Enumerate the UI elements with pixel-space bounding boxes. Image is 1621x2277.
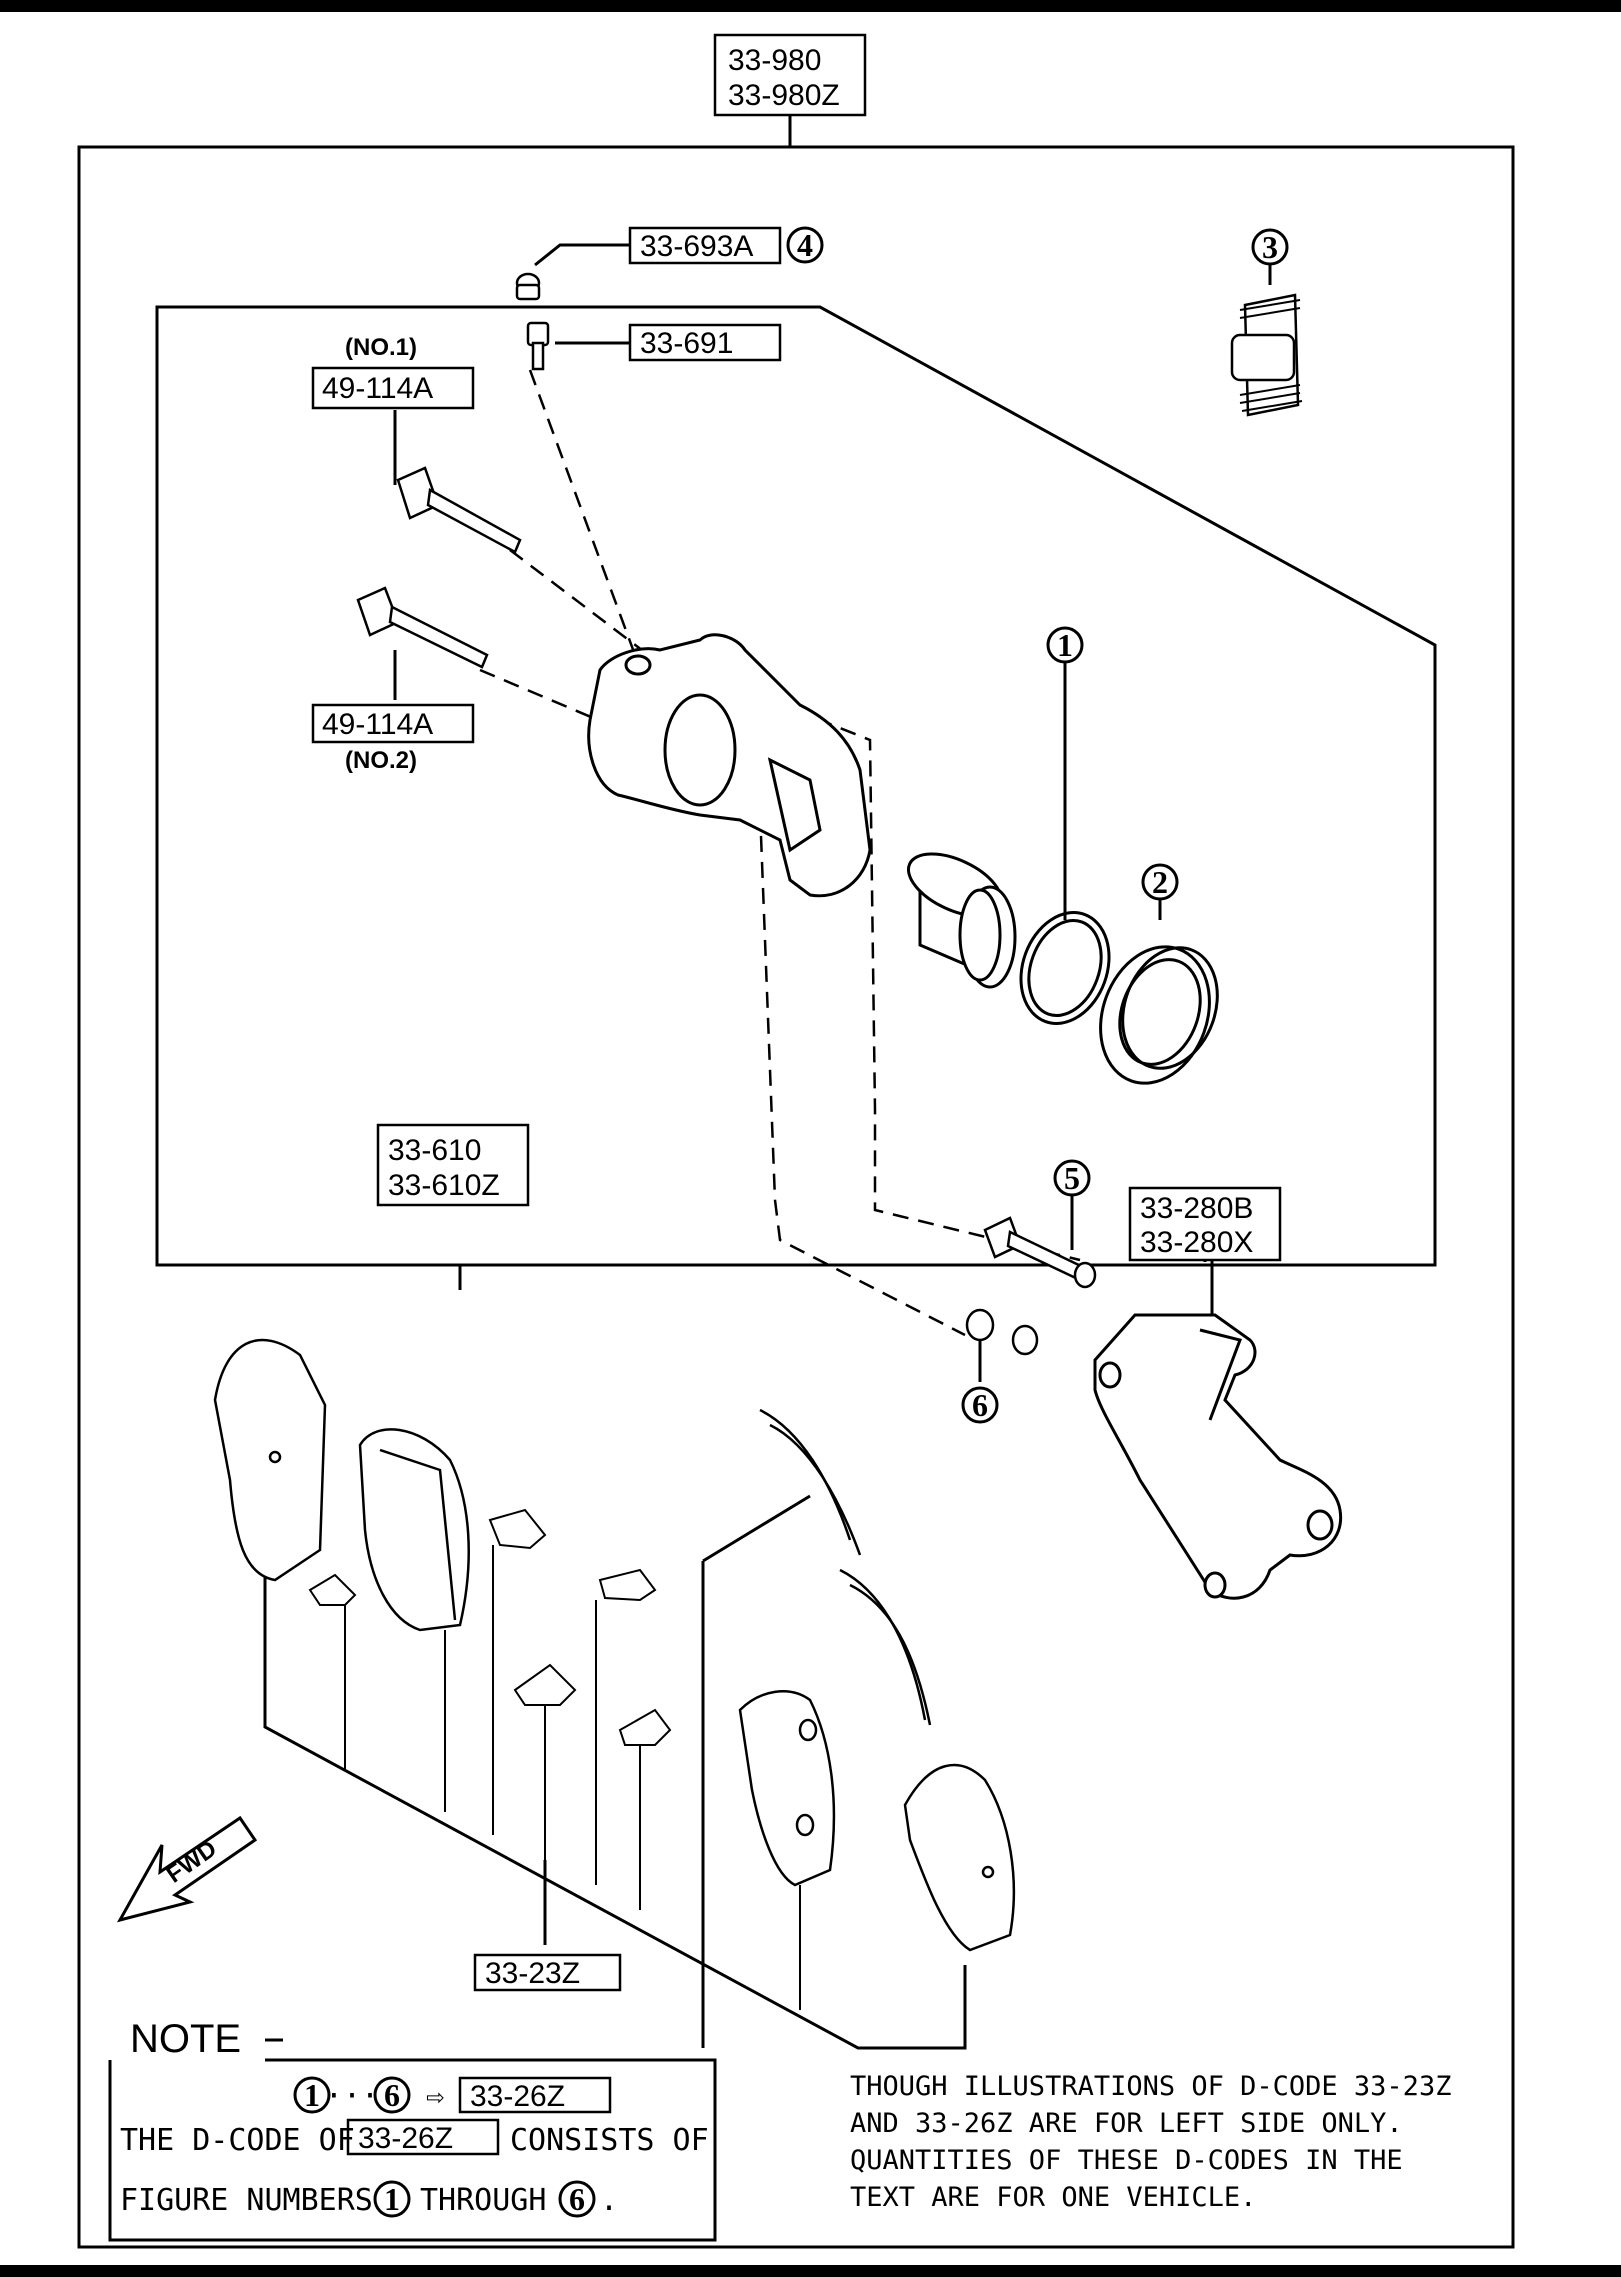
note-line2-mid: THROUGH — [420, 2183, 546, 2218]
callout-5: 5 — [1064, 1160, 1080, 1196]
callout-6: 6 — [972, 1387, 988, 1423]
callout-1: 1 — [1057, 627, 1073, 663]
guide-pin-no1 — [396, 466, 522, 554]
slide-pin — [983, 1216, 1097, 1289]
guide-pin-no2-code: 49-114A — [322, 708, 433, 741]
mounting-bracket — [1093, 1313, 1343, 1600]
brake-pad-left — [358, 1428, 470, 1632]
note-line2-pre: FIGURE NUMBERS — [120, 2183, 373, 2218]
pad-shim-outer-left — [213, 1338, 327, 1582]
guide-pin-no1-tag: (NO.1) — [345, 334, 417, 361]
note-line1-pre: THE D-CODE OF — [120, 2123, 355, 2158]
bleeder-code: 33-691 — [640, 327, 733, 360]
bleeder-screw — [526, 321, 550, 371]
note-range-to: 6 — [384, 2077, 400, 2113]
caliper-code-1: 33-610 — [388, 1134, 481, 1167]
grease-packet — [1230, 293, 1303, 417]
top-border-bar — [0, 0, 1621, 12]
caliper-frame — [155, 305, 1437, 1267]
note-range-code: 33-26Z — [470, 2080, 565, 2113]
guide-pin-no1-code: 49-114A — [322, 372, 433, 405]
seal-cap-code: 33-693A — [640, 230, 753, 263]
pads-code: 33-23Z — [485, 1957, 580, 1990]
kit-frame — [77, 145, 1515, 2249]
caption-line3: QUANTITIES OF THESE D-CODES IN THE — [850, 2145, 1403, 2176]
callout-4: 4 — [797, 227, 813, 263]
callout-2: 2 — [1152, 864, 1168, 900]
bleeder-cap — [515, 272, 541, 301]
kit-code-1: 33-980 — [728, 44, 821, 77]
wear-indicators — [759, 1408, 932, 1726]
brake-pad-right — [738, 1690, 836, 1887]
piston-seal — [1019, 911, 1111, 1025]
note-line2-end: . — [600, 2183, 618, 2218]
caliper-code-2: 33-610Z — [388, 1169, 500, 1202]
kit-code-2: 33-980Z — [728, 79, 840, 112]
bottom-border-bar — [0, 2265, 1621, 2277]
note-arrow: ⇨ — [426, 2079, 444, 2114]
caliper-body — [587, 633, 872, 898]
pin-boots — [965, 1308, 1039, 1356]
guide-pin-no2 — [356, 586, 489, 669]
note-line1-post: CONSISTS OF — [510, 2123, 709, 2158]
note-heading: NOTE — [130, 2017, 241, 2061]
caption-line4: TEXT ARE FOR ONE VEHICLE. — [850, 2182, 1256, 2213]
note-range-dots: ··· — [325, 2079, 379, 2114]
bracket-code-2: 33-280X — [1140, 1226, 1253, 1259]
note-range-from: 1 — [304, 2077, 320, 2113]
note-line2-c6: 6 — [569, 2181, 585, 2217]
dust-boot — [1099, 945, 1219, 1085]
forward-arrow-icon: FWD — [116, 1815, 258, 1923]
note-line2-c1: 1 — [384, 2181, 400, 2217]
anti-rattle-clips — [308, 1508, 672, 1746]
bracket-code-1: 33-280B — [1140, 1192, 1253, 1225]
caption-line1: THOUGH ILLUSTRATIONS OF D-CODE 33-23Z — [850, 2071, 1451, 2102]
caption-line2: AND 33-26Z ARE FOR LEFT SIDE ONLY. — [850, 2108, 1403, 2139]
note-line1-code: 33-26Z — [358, 2122, 453, 2155]
callout-3: 3 — [1262, 229, 1278, 265]
piston — [906, 852, 1017, 989]
pad-shim-outer-right — [903, 1763, 1016, 1952]
guide-pin-no2-tag: (NO.2) — [345, 747, 417, 774]
